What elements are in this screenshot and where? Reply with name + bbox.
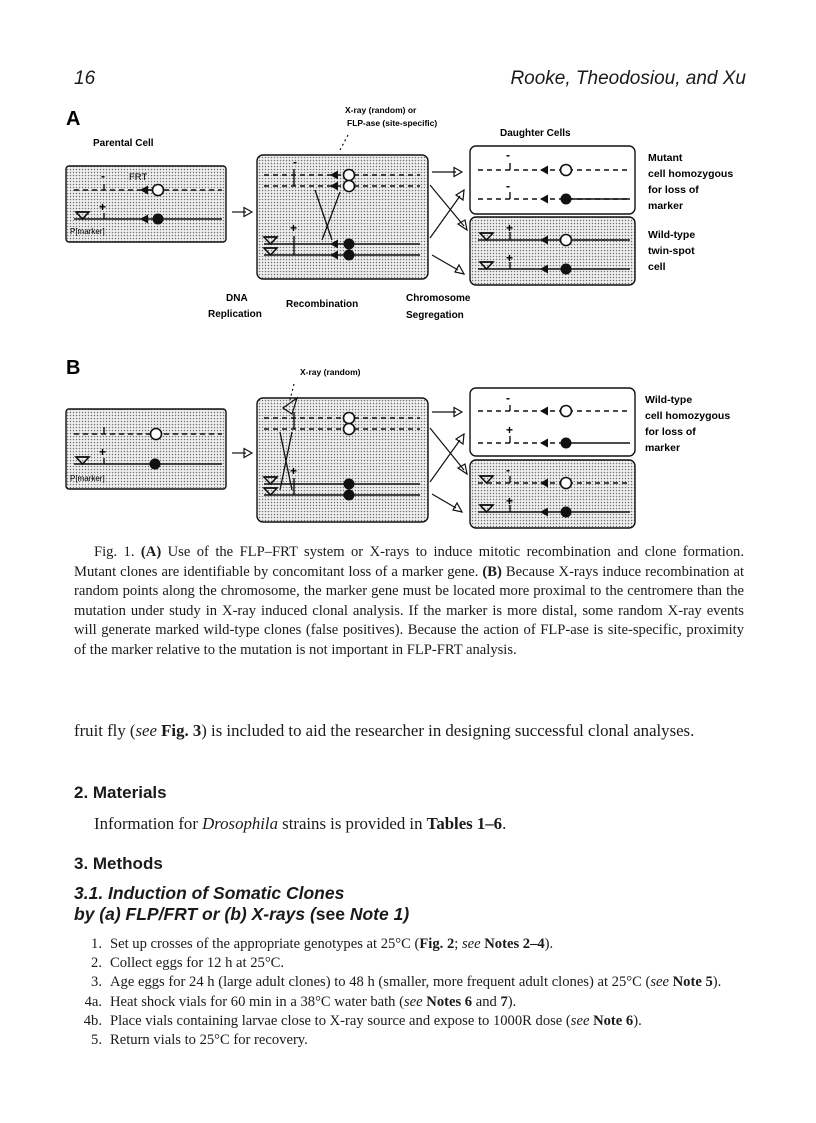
wild-type-cell-label-b: Wild-type cell homozygous for loss of ma…	[645, 394, 730, 454]
svg-text:Wild-type: Wild-type	[645, 394, 692, 406]
svg-text:+: +	[290, 464, 297, 478]
parental-cell-b: + P[marker]	[65, 408, 227, 490]
svg-text:-: -	[506, 179, 510, 193]
twin-spot-label: Wild-type twin-spot cell	[648, 229, 695, 273]
segregation-arrows-a	[429, 166, 468, 275]
pmarker-label-b: P[marker]	[70, 474, 105, 483]
svg-text:+: +	[506, 221, 513, 235]
svg-text:Wild-type: Wild-type	[648, 229, 695, 241]
svg-text:Mutant: Mutant	[648, 152, 683, 164]
svg-text:for loss of: for loss of	[648, 184, 699, 196]
running-head-authors: Rooke, Theodosiou, and Xu	[510, 68, 746, 89]
frt-label: FRT	[129, 172, 147, 183]
svg-text:-: -	[506, 391, 510, 405]
arrow-to-replication-b	[232, 447, 254, 459]
chromosome-label: Chromosome	[406, 293, 471, 304]
daughter-cells-label: Daughter Cells	[500, 128, 571, 139]
segregation-arrows-b	[429, 406, 468, 513]
svg-text:cell homozygous: cell homozygous	[645, 410, 730, 422]
svg-text:-: -	[506, 148, 510, 162]
panel-a-letter: A	[66, 108, 80, 130]
daughter-cell-twin-spot: + +	[469, 216, 636, 286]
methods-heading: 3. Methods	[74, 854, 163, 873]
svg-text:marker: marker	[648, 200, 683, 212]
figure-caption: Fig. 1. (A) Use of the FLP–FRT system or…	[74, 544, 744, 658]
svg-text:+: +	[99, 200, 106, 214]
xray-or-label: X-ray (random) or	[345, 105, 417, 115]
panel-b-letter: B	[66, 357, 80, 379]
svg-text:marker: marker	[645, 442, 680, 454]
daughter-cell-mutant: - -	[469, 145, 636, 215]
figure-1-diagram: A Parental Cell X-ray (random) or FLP-as…	[65, 105, 733, 529]
svg-text:+: +	[506, 494, 513, 508]
page-number: 16	[74, 68, 96, 89]
replication-label: Replication	[208, 309, 262, 320]
list-item: 5.Return vials to 25°C for recovery.	[91, 1032, 308, 1049]
materials-paragraph: Information for Drosophila strains is pr…	[94, 814, 507, 833]
segregation-label: Segregation	[406, 310, 464, 321]
svg-text:-: -	[293, 155, 297, 169]
list-item: 4b.Place vials containing larvae close t…	[83, 1012, 642, 1029]
svg-text:-: -	[101, 169, 105, 183]
list-item: 3.Age eggs for 24 h (large adult clones)…	[91, 974, 722, 991]
recombination-label: Recombination	[286, 299, 358, 310]
parental-cell-label: Parental Cell	[93, 138, 154, 149]
svg-text:cell homozygous: cell homozygous	[648, 168, 733, 180]
svg-text:cell: cell	[648, 261, 666, 273]
daughter-cell-bottom-b: - +	[469, 459, 636, 529]
daughter-cell-wild-type-b: - +	[469, 387, 636, 457]
pmarker-label: P[marker]	[70, 227, 105, 236]
svg-text:-: -	[506, 463, 510, 477]
replicated-cell-b: +	[256, 383, 429, 523]
materials-heading: 2. Materials	[74, 783, 167, 802]
xray-random-label: X-ray (random)	[300, 367, 361, 377]
methods-steps-list: 1.Set up crosses of the appropriate geno…	[74, 935, 744, 1050]
dna-label: DNA	[226, 293, 248, 304]
svg-text:twin-spot: twin-spot	[648, 245, 695, 257]
arrow-to-replication	[232, 206, 254, 218]
methods-subheading: 3.1. Induction of Somatic Clones by (a) …	[74, 883, 410, 924]
replicated-cell-a: - +	[256, 134, 429, 280]
parental-cell-a: FRT - + P[marker]	[65, 165, 227, 243]
svg-text:for loss of: for loss of	[645, 426, 696, 438]
mutant-cell-label: Mutant cell homozygous for loss of marke…	[648, 152, 733, 212]
list-item: 4a.Heat shock vials for 60 min in a 38°C…	[84, 993, 517, 1010]
svg-text:+: +	[290, 221, 297, 235]
flpase-label: FLP-ase (site-specific)	[347, 118, 437, 128]
svg-text:+: +	[506, 251, 513, 265]
svg-text:+: +	[506, 423, 513, 437]
svg-text:+: +	[99, 445, 106, 459]
list-item: 2.Collect eggs for 12 h at 25°C.	[91, 955, 285, 972]
continuation-paragraph: fruit fly (see Fig. 3) is included to ai…	[74, 721, 695, 740]
list-item: 1.Set up crosses of the appropriate geno…	[91, 936, 554, 952]
